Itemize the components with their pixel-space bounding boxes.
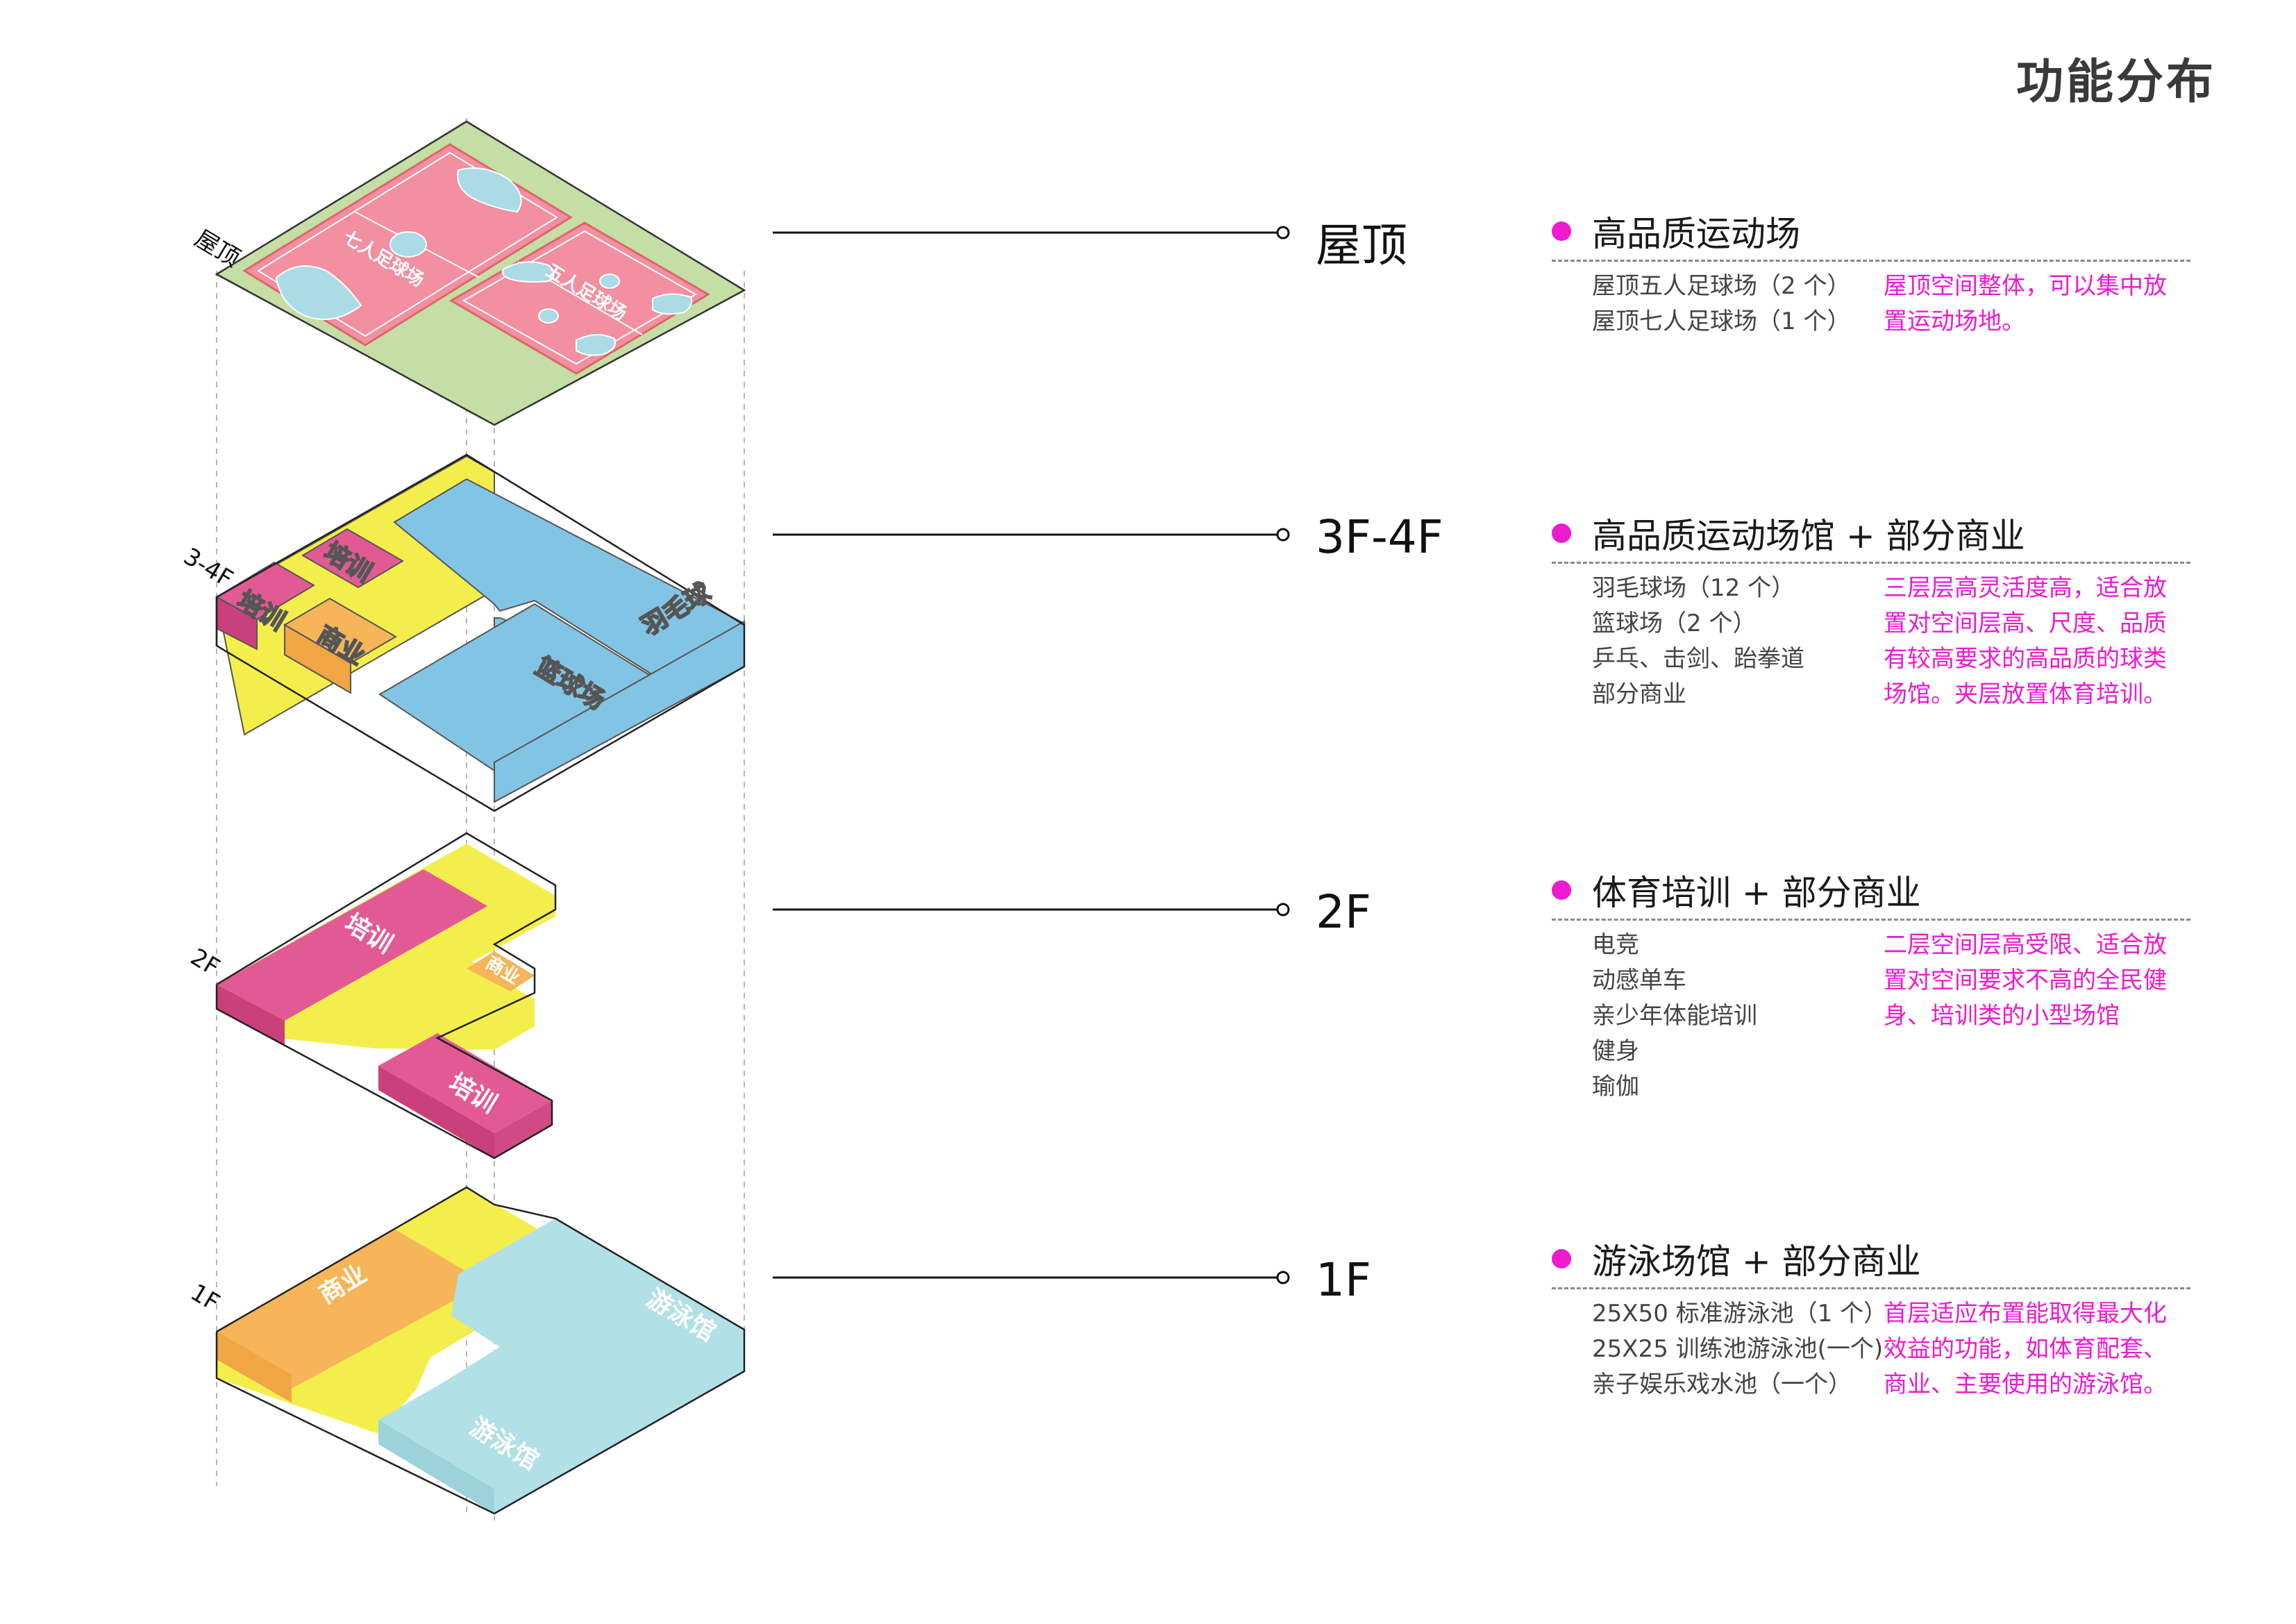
section-description: 屋顶空间整体，可以集中放 置运动场地。: [1884, 272, 2167, 335]
training-zone-b: [301, 528, 404, 589]
list-item: 健身: [1592, 1037, 1639, 1065]
section-description: 二层空间层高受限、适合放 置对空间要求不高的全民健 身、培训类的小型场馆: [1884, 931, 2167, 1030]
list-item: 屋顶五人足球场（2 个）: [1592, 272, 1851, 300]
section-heading: 高品质运动场: [1592, 214, 1800, 254]
alignment-lines: [216, 118, 745, 1521]
list-item: 电竞: [1592, 931, 1639, 959]
list-item: 亲子娱乐戏水池（一个）: [1592, 1371, 1852, 1398]
bullet-dot-icon: [1552, 524, 1571, 543]
callout-2f: 2F: [1316, 885, 1371, 939]
callout-lines: [773, 226, 1290, 1284]
info-1f: 游泳场馆 + 部分商业 25X50 标准游泳池（1 个） 25X25 训练池游泳…: [1552, 1233, 2190, 1403]
list-item: 动感单车: [1592, 966, 1686, 994]
pool-zone-1f-a: [378, 1219, 744, 1514]
floor1-side-label: 1F: [185, 1278, 224, 1317]
training-zone-2f-a: [217, 869, 487, 1021]
commercial-zone-1f: [217, 1229, 486, 1389]
dashed-divider: [1552, 1287, 2190, 1289]
list-item: 亲少年体能培训: [1592, 1002, 1757, 1030]
bullet-dot-icon: [1552, 880, 1571, 900]
list-item: 25X50 标准游泳池（1 个）: [1592, 1300, 1888, 1328]
section-description: 首层适应布置能取得最大化 效益的功能，如体育配套、 商业、主要使用的游泳馆。: [1884, 1300, 2167, 1398]
callout-3f-4f: 3F-4F: [1316, 510, 1443, 564]
list-item: 25X25 训练池游泳池(一个): [1592, 1335, 1884, 1363]
dashed-divider: [1552, 919, 2190, 921]
dashed-divider: [1552, 562, 2190, 564]
list-item: 乒乓、击剑、跆拳道: [1592, 645, 1804, 673]
info-3f-4f: 高品质运动场馆 + 部分商业 羽毛球场（12 个） 篮球场（2 个） 乒乓、击剑…: [1552, 508, 2190, 712]
floor-2-layer: 培训 商业 培训 2F: [185, 832, 557, 1160]
commercial-zone-2f: [467, 951, 535, 991]
info-2f: 体育培训 + 部分商业 电竞 动感单车 亲少年体能培训 健身 瑜伽 二层空间层高…: [1552, 864, 2190, 1105]
bullet-dot-icon: [1552, 1249, 1571, 1269]
floor34-side-label: 3-4F: [178, 542, 237, 593]
roof-layer: 七人足球场 五人足球场 屋顶: [190, 120, 746, 426]
badminton-zone: [393, 478, 746, 678]
training-zone-2f-b: [378, 1033, 552, 1133]
floor2-side-label: 2F: [185, 943, 224, 982]
section-description: 三层层高灵活度高，适合放 置对空间层高、尺度、品质 有较高要求的高品质的球类 场…: [1884, 574, 2167, 708]
list-item: 羽毛球场（12 个）: [1592, 574, 1795, 602]
page-title: 功能分布: [2016, 55, 2216, 110]
section-heading: 游泳场馆 + 部分商业: [1592, 1241, 1921, 1282]
callout-roof: 屋顶: [1316, 219, 1407, 272]
section-heading: 高品质运动场馆 + 部分商业: [1592, 516, 2025, 556]
floor-3-4-layer: 培训 培训 商业 羽毛球 篮球场 3-4F: [178, 453, 746, 812]
list-item: 篮球场（2 个）: [1592, 610, 1757, 637]
list-item: 屋顶七人足球场（1 个）: [1592, 308, 1851, 335]
list-item: 瑜伽: [1592, 1073, 1639, 1100]
dashed-divider: [1552, 260, 2190, 262]
floor-1-layer: 商业 游泳馆 游泳馆 1F: [185, 1186, 746, 1515]
bullet-dot-icon: [1552, 221, 1571, 241]
info-roof: 高品质运动场 屋顶五人足球场（2 个） 屋顶七人足球场（1 个） 屋顶空间整体，…: [1552, 206, 2190, 340]
list-item: 部分商业: [1592, 680, 1686, 708]
callout-1f: 1F: [1316, 1253, 1371, 1307]
section-heading: 体育培训 + 部分商业: [1592, 873, 1921, 913]
